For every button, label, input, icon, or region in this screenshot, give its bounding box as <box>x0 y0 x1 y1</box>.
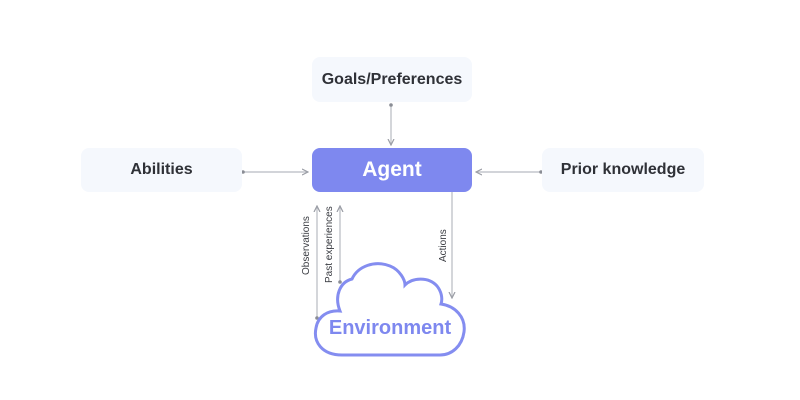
prior-knowledge-label: Prior knowledge <box>560 161 686 178</box>
goals-label: Goals/Preferences <box>321 70 463 88</box>
environment-node: Environment <box>329 317 452 339</box>
prior-knowledge-node: Prior knowledge <box>542 148 704 192</box>
observations-label: Observations <box>301 216 312 275</box>
abilities-node: Abilities <box>81 148 242 192</box>
cloud-shape <box>313 262 466 357</box>
agent-node: Agent <box>312 148 472 192</box>
actions-label: Actions <box>438 229 449 262</box>
goals-node: Goals/Preferences <box>312 57 472 102</box>
agent-label: Agent <box>362 158 422 181</box>
abilities-label: Abilities <box>130 161 193 178</box>
past-experiences-label: Past experiences <box>324 206 335 283</box>
